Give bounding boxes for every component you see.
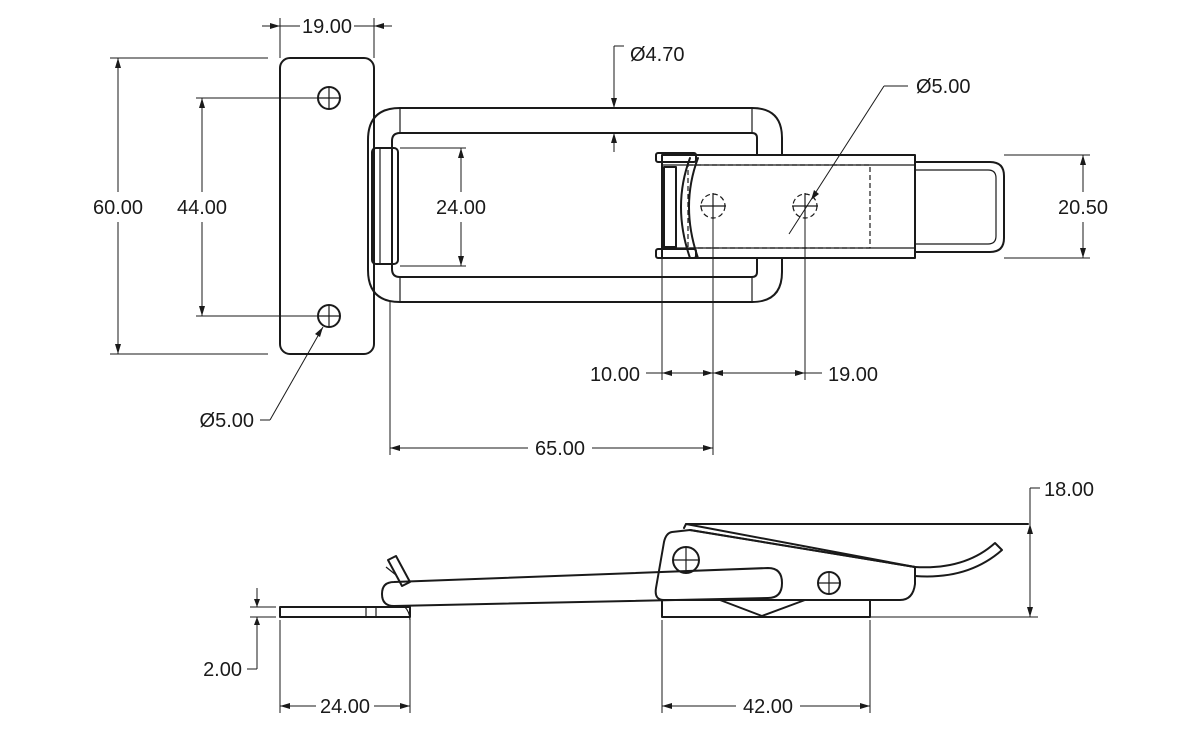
dim-loop-inner-height: 24.00: [400, 147, 486, 267]
label-overall-height: 60.00: [93, 197, 143, 219]
dim-strike-length: 24.00: [279, 620, 411, 718]
strike-plate: [279, 57, 375, 355]
dim-loop-length: 65.00: [389, 302, 713, 460]
base-side: [661, 599, 871, 618]
label-loop-length: 65.00: [535, 438, 585, 460]
dim-pin-diameter: Ø4.70: [611, 44, 684, 152]
lever-side: [654, 523, 1029, 617]
label-loop-inner-height: 24.00: [436, 197, 486, 219]
label-lever-hole-diameter: Ø5.00: [916, 76, 970, 98]
label-hole-offset-a: 10.00: [590, 364, 640, 386]
label-plate-thickness: 2.00: [203, 659, 242, 681]
dim-hole-spacing: 44.00: [177, 97, 318, 317]
label-hole-spacing: 44.00: [177, 197, 227, 219]
dim-overall-height: 60.00: [93, 57, 268, 355]
dim-hole-offsets: 10.00 19.00: [590, 218, 878, 455]
label-plate-width: 19.00: [302, 16, 352, 38]
dim-lever-width: 20.50: [1004, 154, 1108, 259]
label-base-length: 42.00: [743, 696, 793, 718]
strike-plate-side: [279, 606, 411, 618]
label-pin-diameter: Ø4.70: [630, 44, 684, 66]
dim-plate-thickness: 2.00: [203, 588, 276, 681]
dim-base-length: 42.00: [661, 620, 871, 718]
dim-plate-width: 19.00: [262, 16, 392, 58]
label-plate-hole-diameter: Ø5.00: [200, 410, 254, 432]
lever-body: [655, 152, 1005, 259]
dim-lever-hole-diameter: Ø5.00: [788, 76, 970, 235]
label-lever-width: 20.50: [1058, 197, 1108, 219]
wire-loop-side: [381, 567, 783, 621]
label-side-height: 18.00: [1044, 479, 1094, 501]
dim-plate-hole-diameter: Ø5.00: [200, 326, 324, 432]
wire-loop: [367, 107, 783, 303]
dim-side-height: 18.00: [870, 479, 1094, 618]
label-strike-length: 24.00: [320, 696, 370, 718]
top-view: 19.00 60.00 44.00: [93, 16, 1108, 460]
side-view: 18.00 2.00 24.00: [203, 479, 1094, 718]
label-hole-offset-b: 19.00: [828, 364, 878, 386]
